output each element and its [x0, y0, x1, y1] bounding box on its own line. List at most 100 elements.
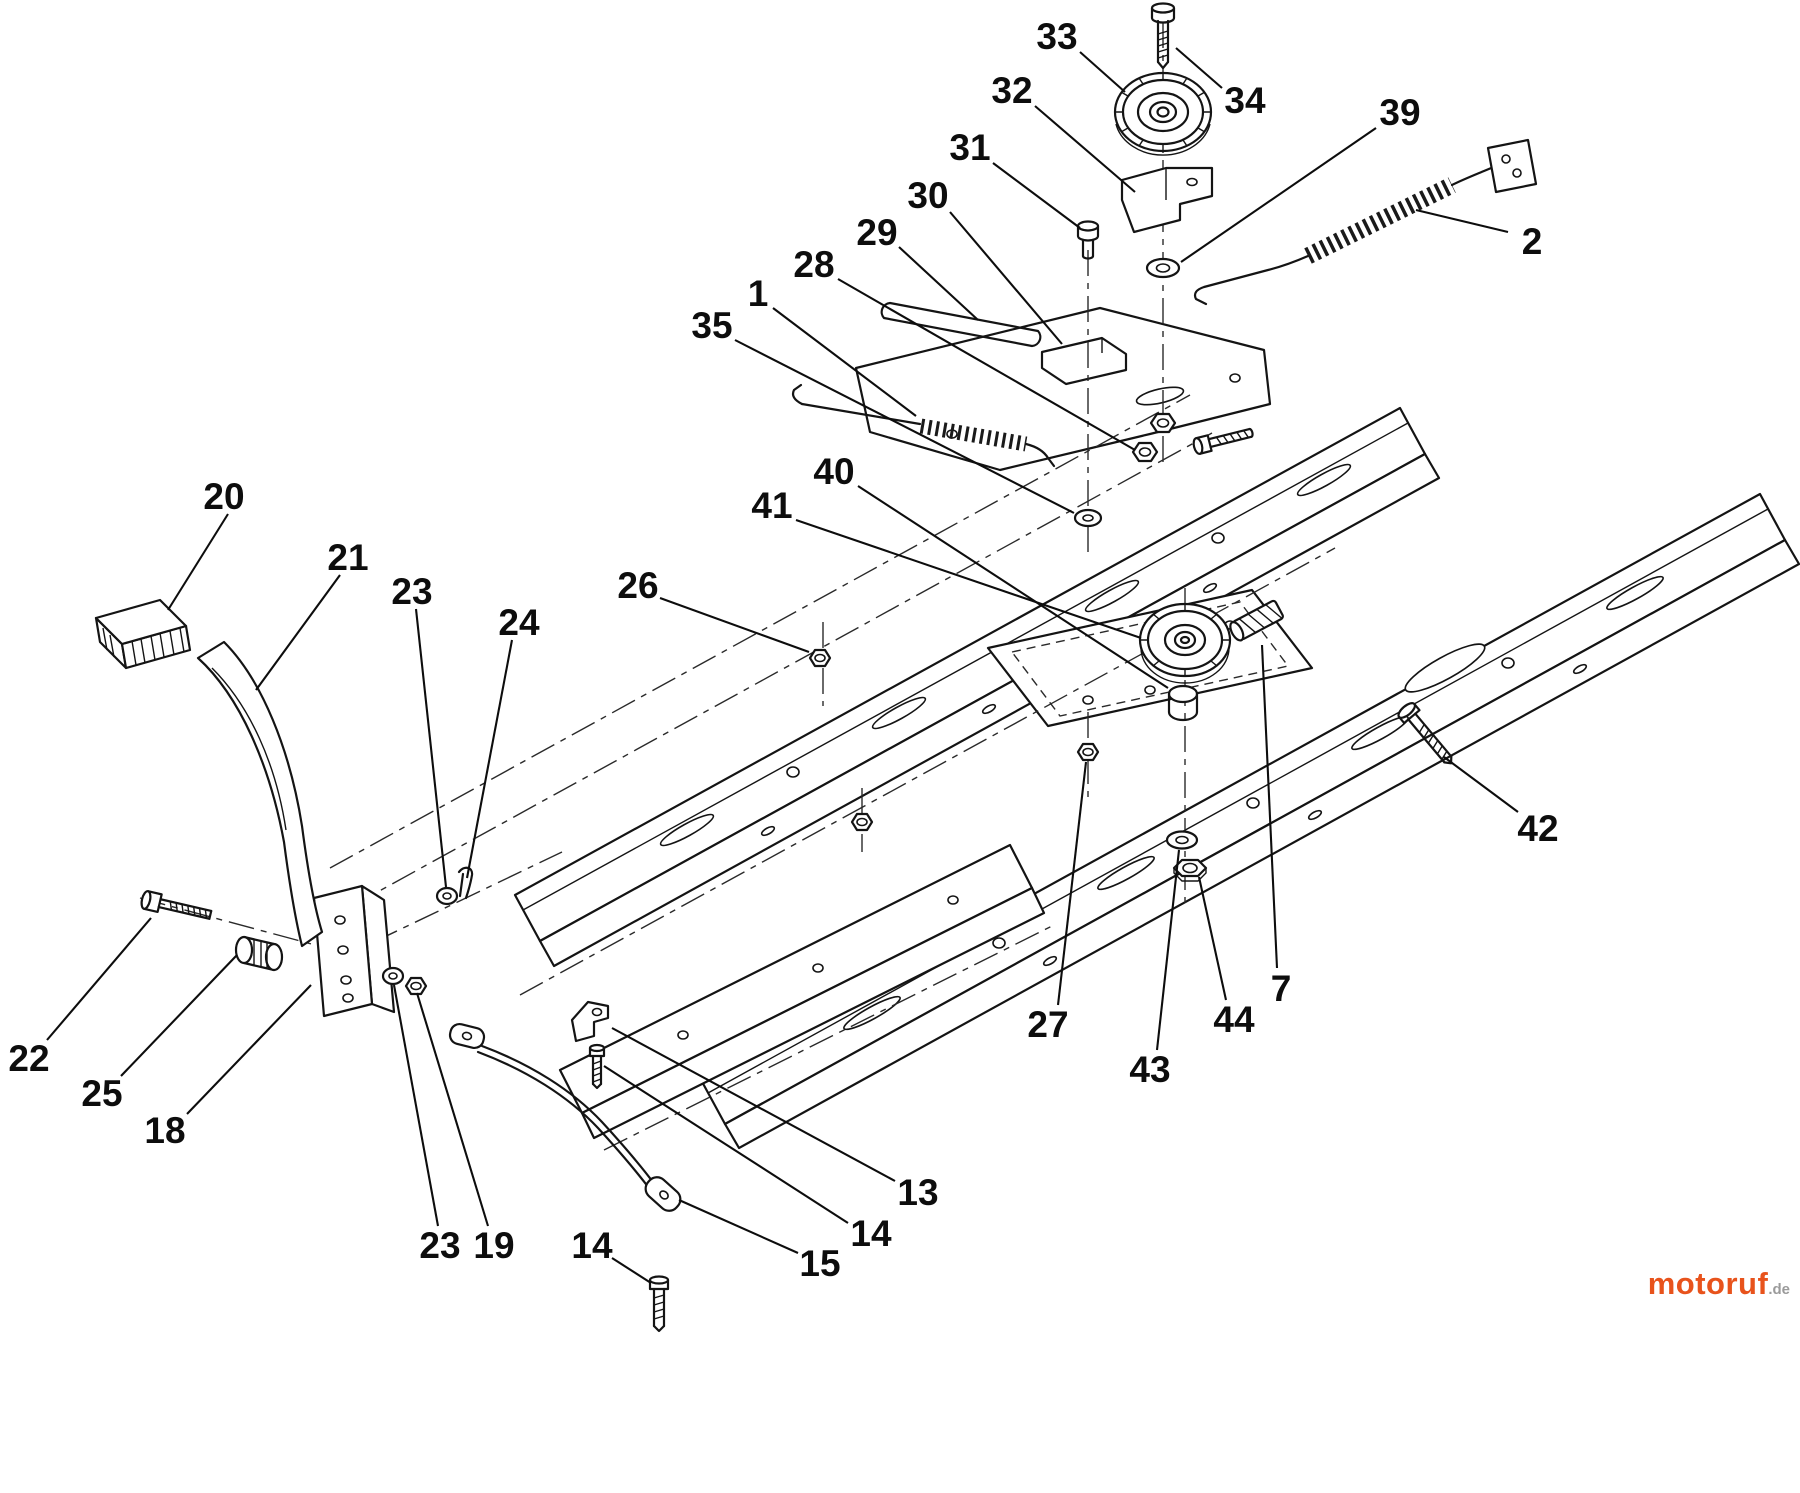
pedal-pad-part-20: [94, 598, 192, 670]
callout-leader-42: [1443, 756, 1519, 813]
callout-leader-15: [678, 1199, 799, 1254]
part-number-23: 23: [391, 571, 432, 612]
nut-part-27: [1076, 742, 1100, 762]
nut-part-44: [1172, 858, 1208, 882]
callout-leader-23: [414, 608, 448, 888]
callout-leader-21: [255, 574, 341, 691]
callout-leader-40: [857, 485, 1169, 689]
callout-leader-20: [167, 513, 229, 611]
callout-leader-19: [415, 992, 490, 1227]
bolt-part-42: [1397, 702, 1453, 765]
part-number-20: 20: [203, 476, 244, 517]
callout-leader-30: [949, 211, 1063, 345]
bracket-part-18: [312, 884, 396, 1018]
part-number-26: 26: [617, 565, 658, 606]
brake-rod-part-15: [448, 1022, 682, 1212]
callout-leader-29: [898, 246, 979, 321]
bolt-part-34: [1150, 2, 1176, 70]
part-number-19: 19: [473, 1225, 514, 1266]
pin-part-7: [1229, 599, 1284, 642]
callout-leader-23: [392, 984, 440, 1227]
pin-part-24: [457, 866, 474, 900]
part-number-7: 7: [1271, 968, 1292, 1009]
washer-part-23-upper: [435, 886, 459, 906]
part-number-2: 2: [1522, 221, 1543, 262]
part-number-28: 28: [793, 244, 834, 285]
part-number-14: 14: [571, 1225, 613, 1266]
part-number-23: 23: [419, 1225, 460, 1266]
nut-on-centerline: [850, 812, 874, 832]
part-number-39: 39: [1379, 92, 1420, 133]
spacer-part-40: [1167, 684, 1199, 722]
spacer-part-25: [234, 935, 284, 972]
bolt-part-14-lower: [648, 1275, 670, 1333]
part-number-42: 42: [1517, 808, 1558, 849]
callout-leader-25: [120, 954, 238, 1077]
part-number-29: 29: [856, 212, 897, 253]
callout-leader-33: [1079, 51, 1126, 93]
callout-leader-41: [795, 519, 1142, 639]
callout-leader-39: [1180, 127, 1377, 263]
pivot-bolt-part-22: [140, 890, 213, 920]
callout-leader-1: [772, 307, 917, 417]
part-number-13: 13: [897, 1172, 938, 1213]
washer-part-39: [1145, 257, 1181, 279]
callout-leader-27: [1056, 761, 1088, 1006]
callout-leader-14: [603, 1065, 849, 1224]
bracket-part-32: [1120, 166, 1214, 234]
pulley-part-41: [1138, 602, 1232, 684]
watermark-brand: motoruf: [1647, 1266, 1769, 1301]
spring-part-2: [1193, 138, 1538, 306]
part-number-27: 27: [1027, 1004, 1068, 1045]
nut-part-28: [1131, 412, 1177, 463]
part-number-14: 14: [850, 1213, 892, 1254]
callout-leader-18: [186, 984, 312, 1115]
callout-leader-22: [46, 917, 152, 1041]
part-number-43: 43: [1129, 1049, 1170, 1090]
callout-leader-7: [1260, 644, 1279, 969]
part-number-40: 40: [813, 451, 854, 492]
pedal-arm-part-21: [196, 640, 324, 948]
nut-part-19: [404, 976, 428, 996]
nut-part-26: [808, 648, 832, 668]
callout-leader-14: [611, 1257, 652, 1284]
bolt-part-14-upper: [588, 1043, 606, 1090]
washer-part-23-lower: [381, 966, 405, 986]
part-number-32: 32: [991, 70, 1032, 111]
callout-leader-31: [992, 162, 1081, 229]
shoulder-bolt: [1192, 427, 1254, 455]
part-number-15: 15: [799, 1243, 840, 1284]
callout-leader-32: [1034, 105, 1136, 193]
part-number-33: 33: [1036, 16, 1077, 57]
part-number-41: 41: [751, 485, 792, 526]
frame-rail-upper: [513, 406, 1441, 968]
bolt-part-31: [1076, 220, 1100, 260]
bracket-part-13: [570, 1000, 610, 1043]
construction-centerlines: [139, 22, 1336, 1151]
cross-channel: [558, 843, 1046, 1140]
part-number-21: 21: [327, 537, 368, 578]
part-number-35: 35: [691, 305, 732, 346]
part-number-25: 25: [81, 1073, 122, 1114]
callout-leader-2: [1415, 208, 1509, 234]
pulley-part-33: [1113, 71, 1213, 156]
washer-part-43: [1165, 830, 1199, 850]
callout-leader-24: [465, 639, 514, 879]
part-number-1: 1: [748, 273, 769, 314]
callout-leader-26: [659, 597, 810, 653]
callout-leader-43: [1155, 849, 1181, 1051]
part-number-31: 31: [949, 127, 990, 168]
part-number-44: 44: [1213, 999, 1255, 1040]
washer-part-35: [1073, 508, 1103, 528]
part-number-30: 30: [907, 175, 948, 216]
callout-leader-34: [1175, 47, 1223, 89]
part-number-22: 22: [8, 1038, 49, 1079]
watermark-logo: motoruf.de: [1648, 1266, 1790, 1302]
callout-leader-28: [837, 278, 1136, 451]
spring-link-part-1: [791, 383, 1056, 468]
callout-leader-13: [611, 1027, 896, 1182]
part-number-24: 24: [498, 602, 540, 643]
